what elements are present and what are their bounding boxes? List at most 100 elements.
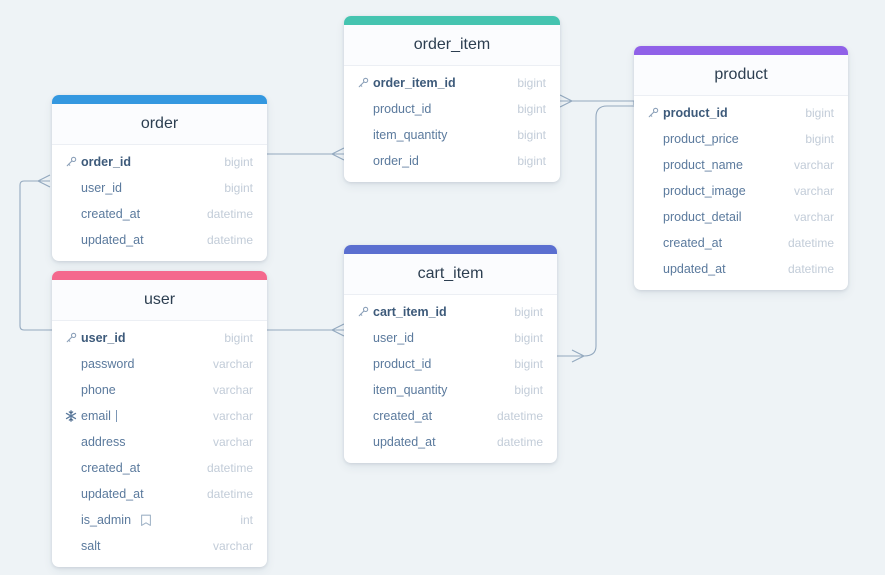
- field-name-wrap: phone: [65, 383, 203, 397]
- field-name-wrap: user_id: [65, 181, 214, 195]
- field-row-product-product_price[interactable]: product_price bigint: [634, 126, 848, 152]
- field-row-cart_item-created_at[interactable]: created_at datetime: [344, 403, 557, 429]
- field-name-wrap: product_id: [357, 102, 507, 116]
- table-title-order: order: [52, 104, 267, 145]
- table-color-bar-user: [52, 271, 267, 280]
- field-name-wrap: product_id: [357, 357, 504, 371]
- crowfoot-orderitem-product: [559, 94, 573, 108]
- crowfoot-cartitem-user: [331, 323, 345, 337]
- field-label: product_id: [373, 357, 432, 371]
- field-name-wrap: password: [65, 357, 203, 371]
- crowfoot-cartitem-product: [571, 349, 585, 363]
- field-label: order_item_id: [373, 76, 456, 90]
- field-row-product-created_at[interactable]: created_at datetime: [634, 230, 848, 256]
- field-label: product_price: [663, 132, 739, 146]
- field-label: password: [81, 357, 135, 371]
- table-color-bar-product: [634, 46, 848, 55]
- field-type: datetime: [787, 262, 834, 276]
- field-row-cart_item-user_id[interactable]: user_id bigint: [344, 325, 557, 351]
- link-cartitem-product: [557, 105, 634, 357]
- field-label: product_name: [663, 158, 743, 172]
- field-label: product_detail: [663, 210, 742, 224]
- field-type: bigint: [517, 102, 546, 116]
- field-name-wrap: created_at: [65, 207, 197, 221]
- field-type: bigint: [517, 76, 546, 90]
- field-label: user_id: [81, 181, 122, 195]
- field-type: bigint: [805, 132, 834, 146]
- field-row-product-product_detail[interactable]: product_detail varchar: [634, 204, 848, 230]
- field-name-wrap: product_image: [647, 184, 784, 198]
- field-label: order_id: [373, 154, 419, 168]
- field-name-wrap: product_detail: [647, 210, 784, 224]
- field-type: varchar: [793, 158, 834, 172]
- field-name-wrap: product_price: [647, 132, 795, 146]
- field-type: datetime: [787, 236, 834, 250]
- field-row-user-user_id[interactable]: user_id bigint: [52, 325, 267, 351]
- field-name-wrap: created_at: [65, 461, 197, 475]
- field-label: created_at: [81, 461, 141, 475]
- key-icon: [357, 77, 369, 89]
- field-row-order_item-item_quantity[interactable]: item_quantity bigint: [344, 122, 560, 148]
- field-row-order_item-product_id[interactable]: product_id bigint: [344, 96, 560, 122]
- field-type: bigint: [514, 331, 543, 345]
- field-label: user_id: [373, 331, 414, 345]
- table-title-product: product: [634, 55, 848, 96]
- field-type: bigint: [517, 128, 546, 142]
- field-row-product-product_name[interactable]: product_name varchar: [634, 152, 848, 178]
- crowfoot-orderitem-order: [331, 147, 345, 161]
- field-name-wrap: updated_at: [65, 487, 197, 501]
- field-name-wrap: cart_item_id: [357, 305, 504, 319]
- field-label: cart_item_id: [373, 305, 447, 319]
- field-type: bigint: [514, 357, 543, 371]
- field-type: datetime: [496, 409, 543, 423]
- field-name-wrap: product_id: [647, 106, 795, 120]
- field-type: varchar: [793, 210, 834, 224]
- field-label: address: [81, 435, 126, 449]
- table-color-bar-order: [52, 95, 267, 104]
- field-label: phone: [81, 383, 116, 397]
- field-row-order_item-order_item_id[interactable]: order_item_id bigint: [344, 70, 560, 96]
- field-row-product-updated_at[interactable]: updated_at datetime: [634, 256, 848, 282]
- field-type: bigint: [224, 331, 253, 345]
- field-row-cart_item-product_id[interactable]: product_id bigint: [344, 351, 557, 377]
- bookmark-icon[interactable]: [140, 514, 152, 526]
- field-label: product_id: [663, 106, 728, 120]
- field-name-wrap: salt: [65, 539, 203, 553]
- field-name-wrap: updated_at: [647, 262, 778, 276]
- field-label: item_quantity: [373, 383, 448, 397]
- field-name-wrap: user_id: [65, 331, 214, 345]
- field-name-wrap: is_admin: [65, 513, 230, 527]
- link-orderitem-product: [560, 100, 635, 105]
- field-label: updated_at: [81, 233, 144, 247]
- field-label: created_at: [373, 409, 433, 423]
- field-label: item_quantity: [373, 128, 448, 142]
- field-label: created_at: [663, 236, 723, 250]
